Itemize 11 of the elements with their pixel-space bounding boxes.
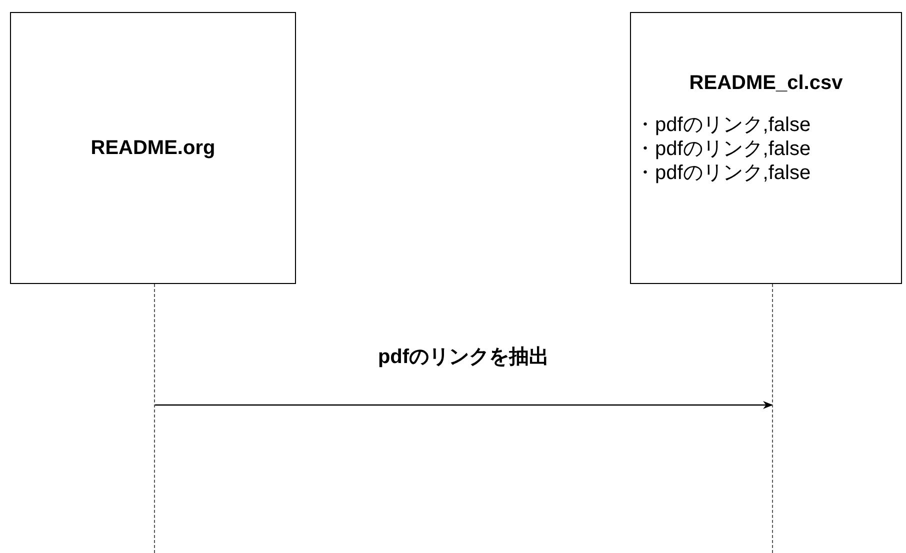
list-item: ・pdfのリンク,false — [635, 160, 811, 184]
message-arrow — [155, 401, 773, 409]
lifeline — [772, 284, 773, 553]
participant-box — [630, 12, 902, 284]
lifeline — [154, 284, 155, 553]
box-title: README_cl.csv — [689, 72, 843, 94]
box-title: README.org — [90, 136, 216, 160]
message-label: pdfのリンクを抽出 — [378, 343, 550, 370]
list-item: ・pdfのリンク,false — [635, 112, 811, 136]
participant-box — [10, 12, 296, 284]
list-item: ・pdfのリンク,false — [635, 136, 811, 160]
